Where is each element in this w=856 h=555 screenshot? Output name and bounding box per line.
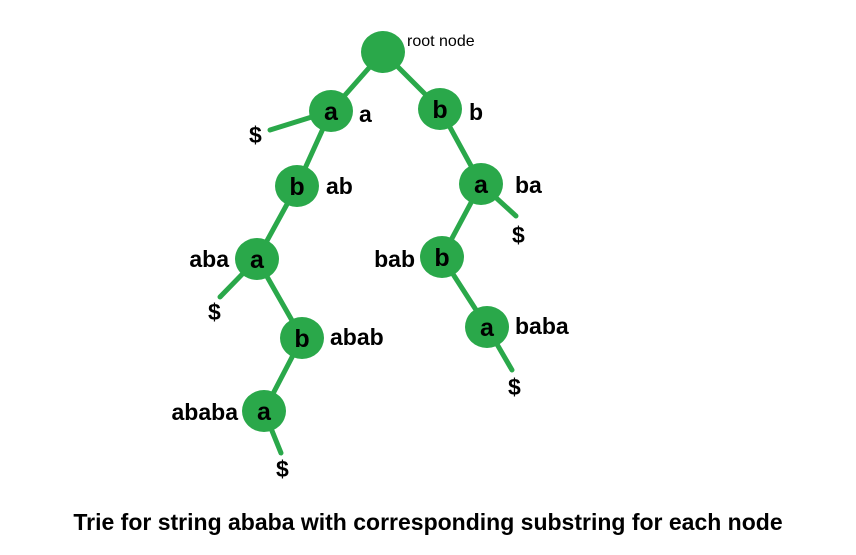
node-abab-char: b bbox=[294, 325, 309, 353]
node-ba-char: a bbox=[474, 171, 489, 199]
node-aba bbox=[235, 238, 279, 280]
node-b bbox=[418, 88, 462, 130]
terminal-dollar-ba: $ bbox=[512, 222, 525, 248]
substring-label-b: b bbox=[469, 99, 483, 125]
root-node-label: root node bbox=[407, 33, 475, 50]
substring-label-ba: ba bbox=[515, 172, 542, 198]
substring-label-abab: abab bbox=[330, 324, 384, 350]
node-b-char: b bbox=[432, 96, 447, 124]
substring-label-ababa: ababa bbox=[172, 399, 239, 425]
node-abab bbox=[280, 317, 324, 359]
substring-label-aba: aba bbox=[189, 246, 229, 272]
terminal-dollar-ababa: $ bbox=[276, 456, 289, 482]
node-aba-char: a bbox=[250, 246, 265, 274]
node-ababa-char: a bbox=[257, 398, 272, 426]
substring-label-baba: baba bbox=[515, 313, 569, 339]
node-ababa bbox=[242, 390, 286, 432]
substring-label-ab: ab bbox=[326, 173, 353, 199]
node-ba bbox=[459, 163, 503, 205]
terminal-dollar-aba: $ bbox=[208, 299, 221, 325]
node-bab-char: b bbox=[434, 244, 449, 272]
node-bab bbox=[420, 236, 464, 278]
node-baba bbox=[465, 306, 509, 348]
node-ab-char: b bbox=[289, 173, 304, 201]
node-baba-char: a bbox=[480, 314, 495, 342]
node-ab bbox=[275, 165, 319, 207]
nodes: a b a b a b a b a bbox=[235, 31, 509, 432]
substring-label-a: a bbox=[359, 101, 372, 127]
labels: root node a ab aba abab ababa b ba bab b… bbox=[73, 33, 782, 535]
terminal-dollar-baba: $ bbox=[508, 374, 521, 400]
diagram-caption: Trie for string ababa with corresponding… bbox=[73, 509, 782, 535]
terminal-dollar-a: $ bbox=[249, 122, 262, 148]
substring-label-bab: bab bbox=[374, 246, 415, 272]
node-a-char: a bbox=[324, 98, 339, 126]
node-a bbox=[309, 90, 353, 132]
node-root bbox=[361, 31, 405, 73]
